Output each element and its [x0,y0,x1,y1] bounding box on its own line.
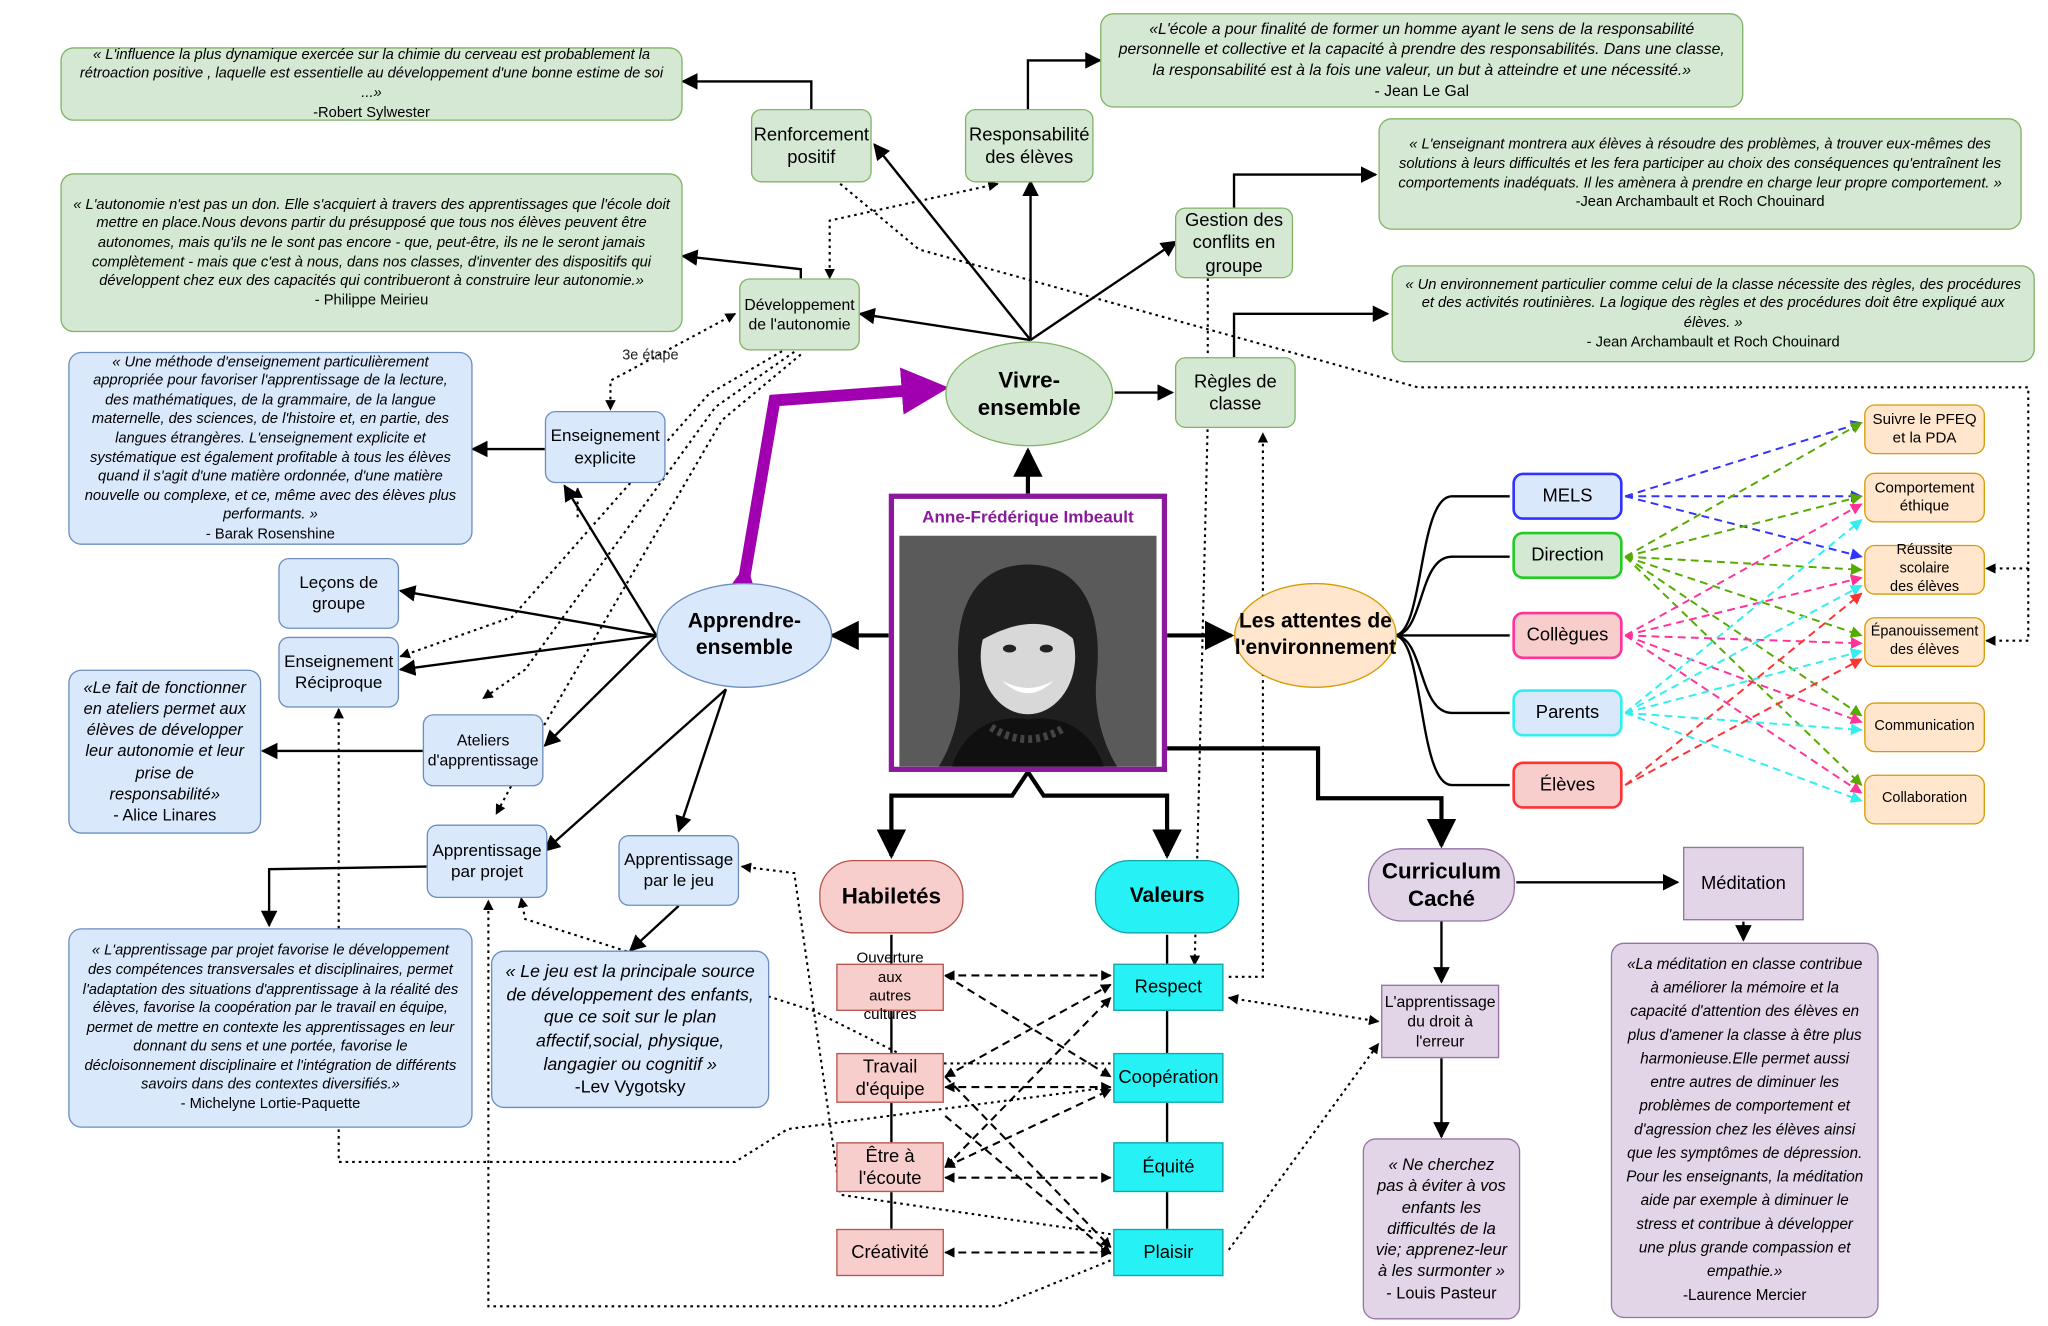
autonomie-node[interactable]: Développement de l'autonomie [739,278,860,351]
quote-vygotsky: « Le jeu est la principale source de dév… [490,950,770,1109]
apprendre-ensemble-node[interactable]: Apprendre- ensemble [656,582,833,688]
valeurs-node[interactable]: Valeurs [1094,859,1240,934]
quote-archambault-1: « L'enseignant montrera aux élèves à rés… [1378,118,2022,230]
enseignement-reciproque-node[interactable]: Enseignement Réciproque [278,636,400,708]
habilete-ouverture[interactable]: Ouverture aux autres cultures [836,951,944,1023]
link-apprendre-vivre [715,367,949,615]
link-center-curriculum [1167,746,1457,849]
apprentissage-projet-node[interactable]: Apprentissage par projet [426,824,548,899]
quote-pasteur: « Ne cherchez pas à éviter à vos enfants… [1362,1138,1521,1320]
habilete-ecoute[interactable]: Être à l'écoute [836,1142,944,1193]
source-collegues[interactable]: Collègues [1512,611,1623,660]
regles-classe-node[interactable]: Règles de classe [1174,357,1296,429]
step-label: 3e étape [622,347,679,364]
target-pfeq[interactable]: Suivre le PFEQ et la PDA [1864,404,1985,455]
source-parents[interactable]: Parents [1512,689,1623,737]
enseignement-explicite-node[interactable]: Enseignement explicite [544,410,666,484]
quote-linares: «Le fait de fonctionner en ateliers perm… [68,669,262,834]
source-direction[interactable]: Direction [1512,531,1623,579]
quote-lortie-paquette: « L'apprentissage par projet favorise le… [68,928,473,1128]
apprentissage-jeu-node[interactable]: Apprentissage par le jeu [618,835,740,906]
target-reussite[interactable]: Réussite scolaire des élèves [1864,543,1985,595]
target-communication[interactable]: Communication [1864,702,1985,753]
valeur-equite[interactable]: Équité [1113,1142,1224,1193]
valeur-respect[interactable]: Respect [1113,963,1224,1011]
habilete-creativite[interactable]: Créativité [836,1228,944,1277]
meditation-node[interactable]: Méditation [1683,846,1804,921]
link-center-valeurs [1026,770,1182,859]
quote-legal: «L'école a pour finalité de former un ho… [1100,13,1744,108]
attentes-node[interactable]: Les attentes de l'environnement [1234,582,1397,688]
droit-erreur-node[interactable]: L'apprentissage du droit à l'erreur [1381,984,1500,1059]
center-portrait: Anne-Frédérique Imbeault [888,493,1168,772]
valeur-plaisir[interactable]: Plaisir [1113,1228,1224,1277]
gestion-conflits-node[interactable]: Gestion des conflits en groupe [1174,207,1294,279]
quote-meirieu: « L'autonomie n'est pas un don. Elle s'a… [60,173,683,333]
habiletes-node[interactable]: Habiletés [819,859,964,934]
ateliers-node[interactable]: Ateliers d'apprentissage [422,714,544,787]
valeur-cooperation[interactable]: Coopération [1113,1052,1224,1103]
responsabilite-node[interactable]: Responsabilité des élèves [964,108,1094,183]
center-name: Anne-Frédérique Imbeault [922,506,1134,527]
lecons-groupe-node[interactable]: Leçons de groupe [278,557,400,629]
quote-sylwester: « L'influence la plus dynamique exercée … [60,47,683,121]
quote-mercier: «La méditation en classe contribue à amé… [1610,942,1879,1319]
habilete-travail-equipe[interactable]: Travail d'équipe [836,1052,944,1103]
link-center-habiletes [876,770,1030,859]
source-eleves[interactable]: Élèves [1512,761,1623,809]
quote-rosenshine: « Une méthode d'enseignement particulièr… [68,351,473,545]
target-epanouissement[interactable]: Épanouissement des élèves [1864,617,1985,667]
quote-archambault-2: « Un environnement particulier comme cel… [1391,265,2035,363]
target-comportement[interactable]: Comportement éthique [1864,472,1985,523]
source-mels[interactable]: MELS [1512,472,1623,520]
vivre-ensemble-node[interactable]: Vivre-ensemble [945,341,1114,447]
renforcement-node[interactable]: Renforcement positif [750,108,872,183]
portrait-photo [899,535,1157,767]
curriculum-node[interactable]: Curriculum Caché [1367,848,1515,922]
target-collaboration[interactable]: Collaboration [1864,774,1985,825]
